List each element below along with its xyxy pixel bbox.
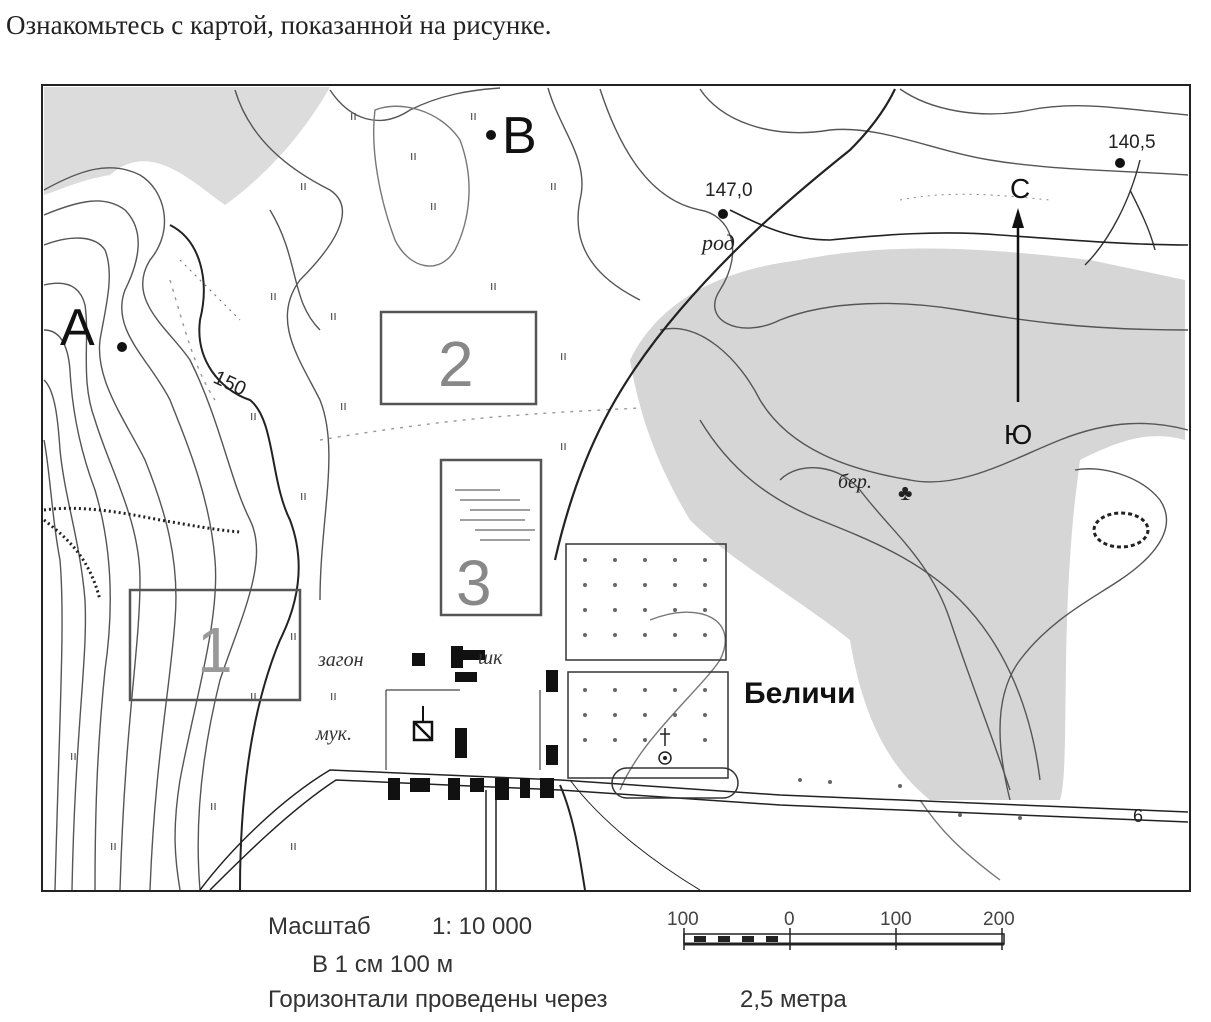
scale-tick-0: 0 xyxy=(784,909,795,930)
svg-text:ıı: ıı xyxy=(340,399,347,413)
road-number-label: 6 xyxy=(1133,806,1143,826)
monument-icon xyxy=(658,751,672,765)
elevation-147-marker xyxy=(718,209,728,219)
area-2-box xyxy=(379,310,538,406)
area-1-box xyxy=(128,588,302,702)
intro-text: Ознакомьтесь с картой, показанной на рис… xyxy=(6,10,552,40)
elevation-147-label: 147,0 xyxy=(705,180,753,201)
svg-text:ıı: ıı xyxy=(330,309,337,323)
svg-text:ıı: ıı xyxy=(250,689,257,703)
point-a-marker xyxy=(117,342,127,352)
svg-text:ıı: ıı xyxy=(270,289,277,303)
scale-tick-200: 200 xyxy=(983,909,1015,930)
orchard-south xyxy=(567,671,729,779)
svg-text:ıı: ıı xyxy=(470,109,477,123)
contour-interval-value: 2,5 метра xyxy=(740,986,847,1013)
svg-text:ıı: ıı xyxy=(300,489,307,503)
roads xyxy=(199,88,1189,891)
svg-text:ıı: ıı xyxy=(110,839,117,853)
elevation-140-label: 140,5 xyxy=(1108,132,1156,153)
point-b-marker xyxy=(486,130,496,140)
svg-text:ıı: ıı xyxy=(350,109,357,123)
forest-area-nw xyxy=(44,87,330,205)
village-buildings xyxy=(388,646,558,800)
birch-tree-icon: ♣ xyxy=(898,480,912,505)
scale-label: Масштаб xyxy=(268,913,371,940)
mill-label: мук. xyxy=(315,723,352,745)
scale-per-cm: В 1 см 100 м xyxy=(312,951,454,978)
pond-oval xyxy=(611,767,739,799)
scale-tick-100-left: 100 xyxy=(667,909,699,930)
area-3-box xyxy=(439,458,543,617)
compass-north-label: С xyxy=(1010,173,1030,204)
svg-text:ıı: ıı xyxy=(550,179,557,193)
area-3-label: 3 xyxy=(456,547,492,619)
area-2-label: 2 xyxy=(438,328,474,400)
svg-text:ıı: ıı xyxy=(210,799,217,813)
orchard-trees xyxy=(583,558,1022,820)
scale-bar: 100 0 100 200 xyxy=(667,909,1015,950)
svg-text:ıı: ıı xyxy=(300,179,307,193)
svg-text:ıı: ıı xyxy=(250,409,257,423)
point-b-label: В xyxy=(502,107,537,165)
scale-value: 1: 10 000 xyxy=(432,913,533,940)
svg-text:ıı: ıı xyxy=(430,199,437,213)
forest-area-east xyxy=(630,248,1185,800)
svg-text:ıı: ıı xyxy=(410,149,417,163)
pen-label: загон xyxy=(317,649,364,671)
svg-text:ıı: ıı xyxy=(70,749,77,763)
svg-text:ıı: ıı xyxy=(290,839,297,853)
mill-symbol xyxy=(412,720,434,742)
forest-lake xyxy=(1092,511,1150,549)
swamp-hatching xyxy=(455,489,535,541)
scale-tick-100-right: 100 xyxy=(880,909,912,930)
svg-text:ıı: ıı xyxy=(560,439,567,453)
contour-interval-label: Горизонтали проведены через xyxy=(268,986,608,1013)
village-label: Беличи xyxy=(744,677,856,710)
meadow-marks: ıı ıı ıı ıı ıı ıı ıı ıı ıı ıı ıı ıı ıı ıı ıı ıı ıı ı… xyxy=(70,109,567,853)
school-label: шк xyxy=(478,647,503,669)
svg-text:ıı: ıı xyxy=(560,349,567,363)
point-a-label: А xyxy=(60,299,95,357)
area-1-label: 1 xyxy=(197,614,233,686)
svg-text:ıı: ıı xyxy=(290,629,297,643)
svg-text:ıı: ıı xyxy=(330,689,337,703)
svg-text:ıı: ıı xyxy=(490,279,497,293)
birch-label: бер. xyxy=(838,471,872,493)
orchard-north xyxy=(565,543,727,661)
spring-label: род xyxy=(700,230,735,255)
ravine-line xyxy=(43,518,102,601)
elevation-140-marker xyxy=(1115,158,1125,168)
north-arrow-icon xyxy=(1012,208,1024,228)
compass-south-label: Ю xyxy=(1004,419,1032,450)
cliff-line xyxy=(43,506,241,534)
